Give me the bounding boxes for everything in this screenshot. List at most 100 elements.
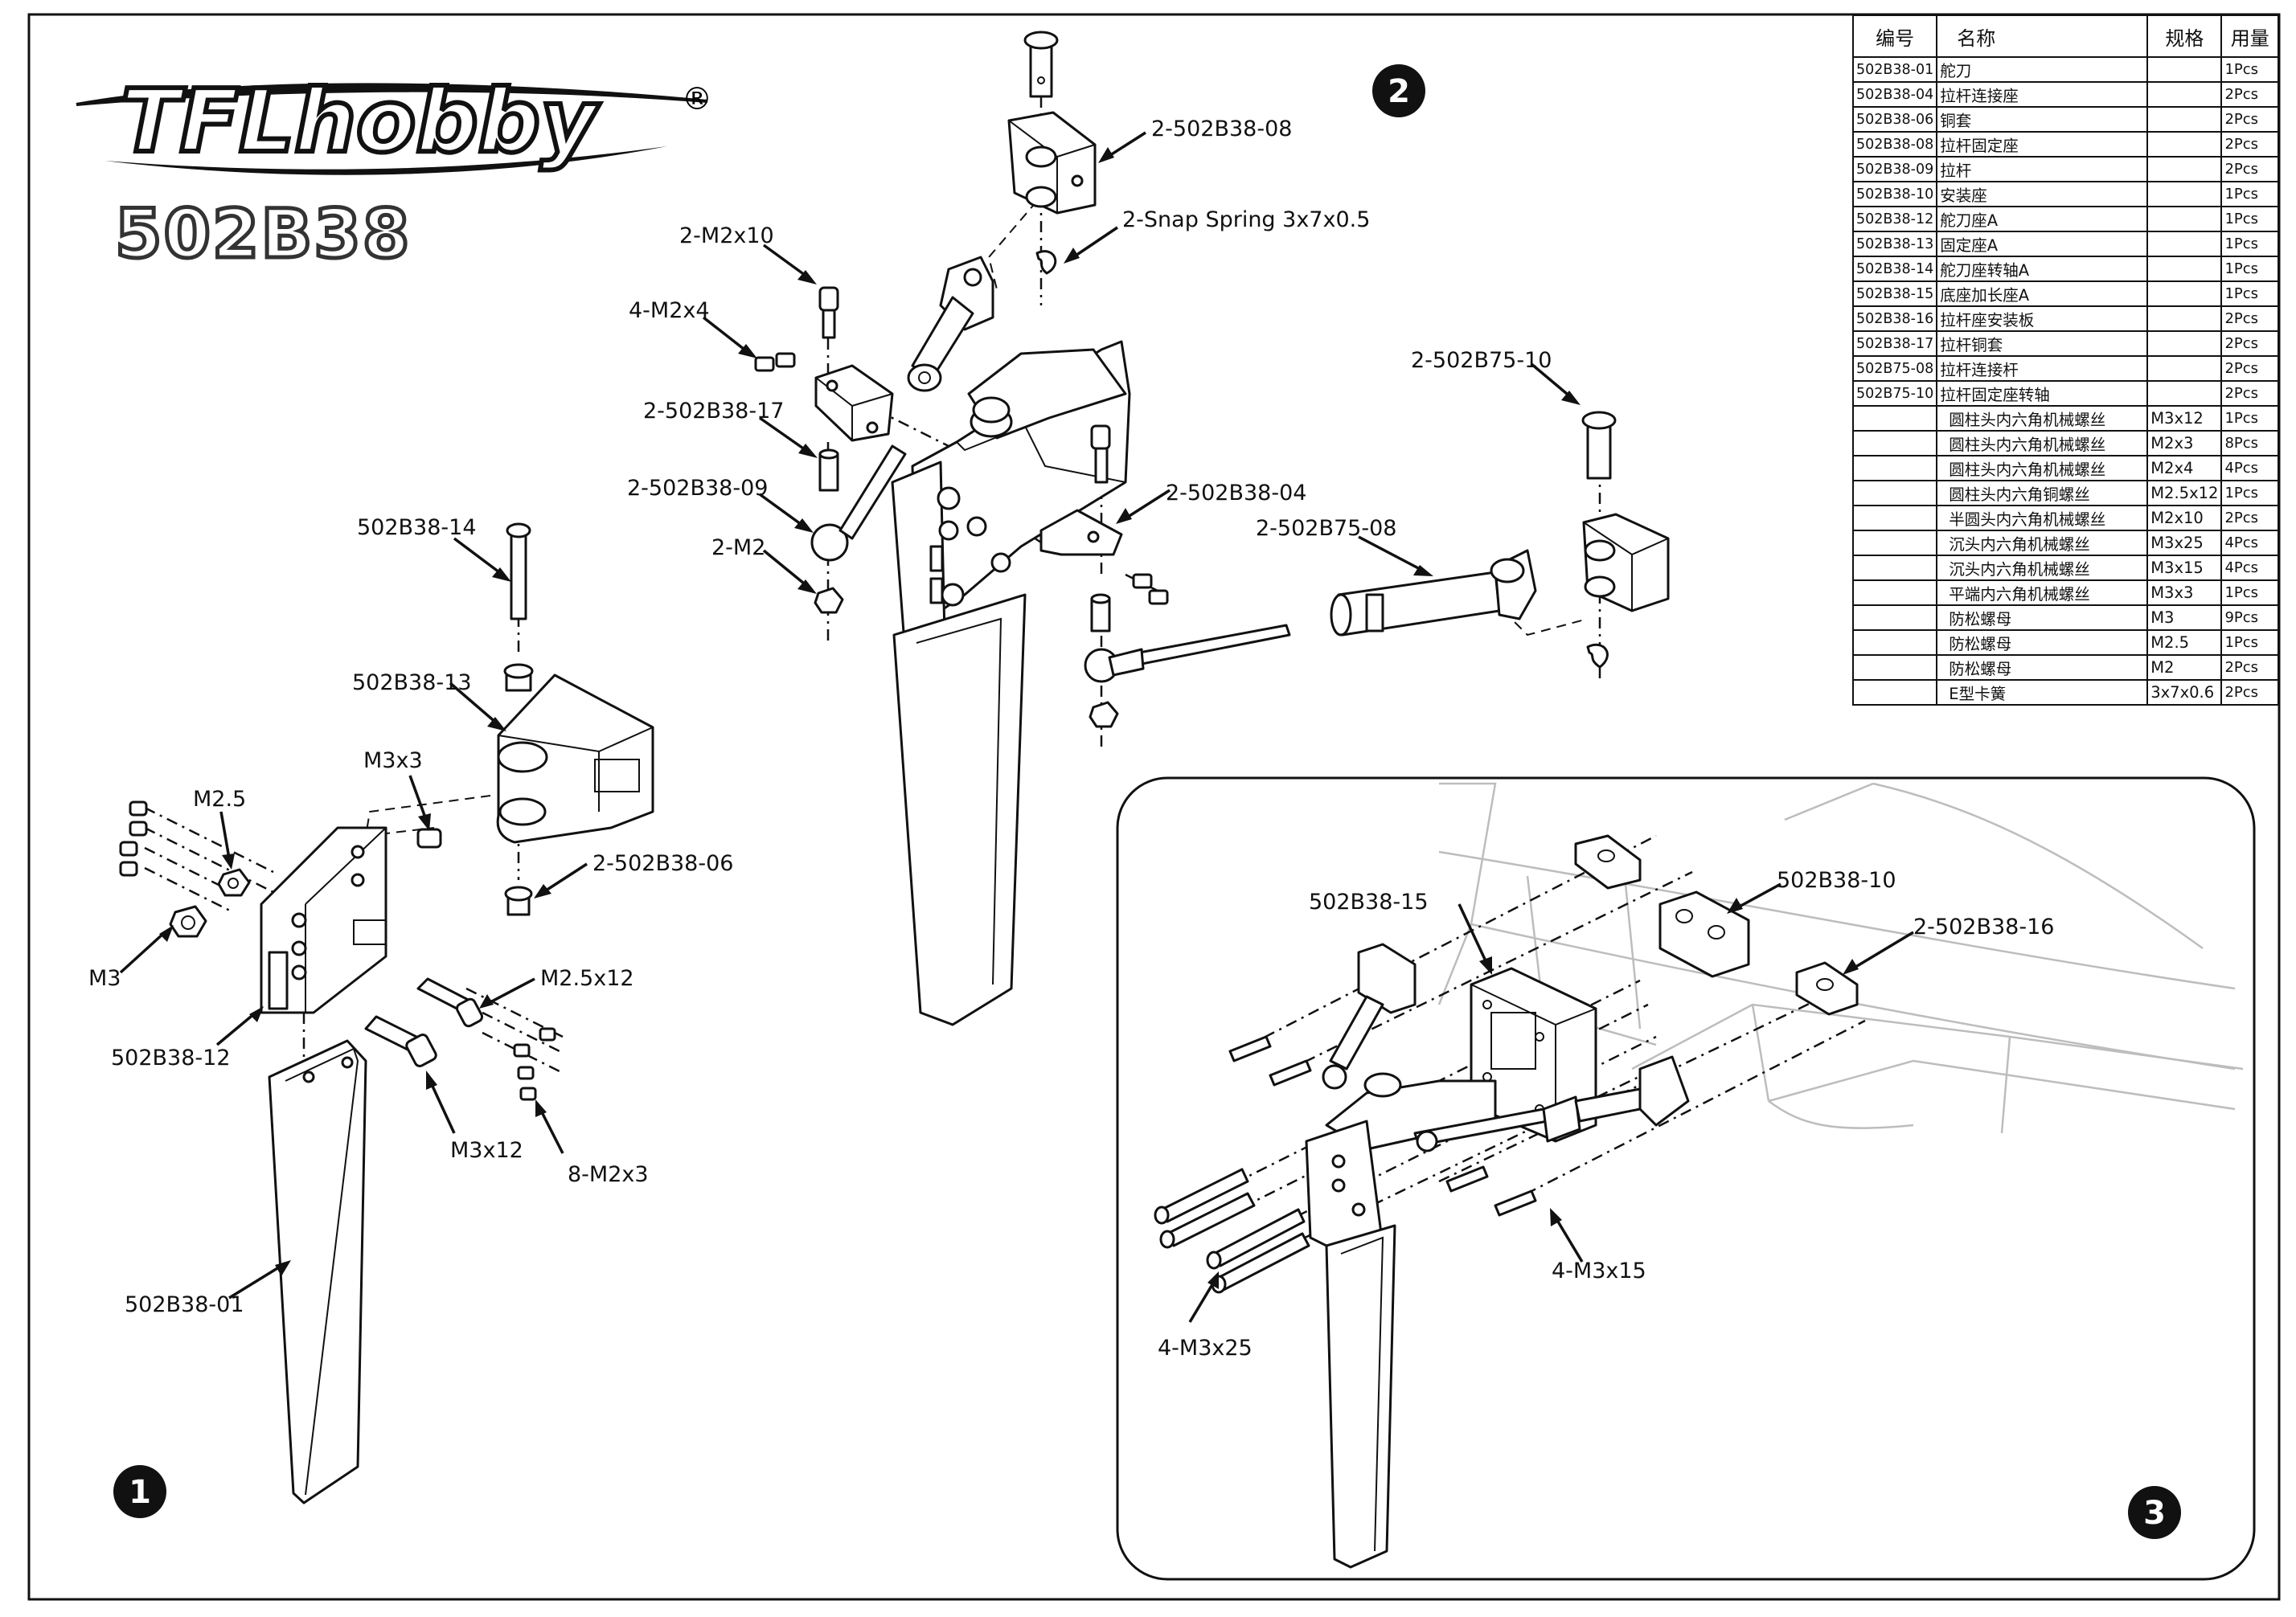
part-code-cell [1851, 530, 1938, 556]
rudder-blade-502b38-01 [268, 1039, 367, 1504]
spec-cell: M3x12 [2146, 405, 2223, 432]
step-badge-3: 3 [2128, 1486, 2181, 1539]
spec-cell [2146, 106, 2223, 133]
spec-cell [2146, 305, 2223, 332]
spec-cell: M2 [2146, 654, 2223, 681]
quantity-cell: 2Pcs [2220, 156, 2279, 182]
callout-label: 8-M2x3 [568, 1162, 649, 1187]
part-code-cell [1851, 430, 1938, 456]
part-name-cell: 拉杆固定座转轴 [1936, 380, 2149, 407]
part-code-cell [1851, 604, 1938, 631]
linkage-rod-upper [907, 256, 994, 392]
quantity-cell: 1Pcs [2220, 629, 2279, 656]
part-code-cell: 502B38-15 [1851, 280, 1938, 307]
set-screw-m3x3 [416, 828, 442, 849]
part-code-cell: 502B38-13 [1851, 231, 1938, 257]
callout-label: 2-502B38-08 [1151, 117, 1292, 141]
part-name-cell: 固定座A [1936, 231, 2149, 257]
part-code-cell: 502B75-10 [1851, 380, 1938, 407]
callout-label: 2-Snap Spring 3x7x0.5 [1122, 207, 1370, 232]
part-name-cell: 拉杆连接座 [1936, 81, 2149, 108]
screw-m2x10-center [1090, 424, 1111, 484]
screws-m2x3-right [513, 1027, 556, 1101]
spec-cell: M2x10 [2146, 505, 2223, 531]
part-name-cell: 圆柱头内六角机械螺丝 [1936, 455, 2149, 481]
nut-m2-5 [217, 868, 251, 897]
spec-cell: M3x25 [2146, 530, 2223, 556]
part-name-cell: 铜套 [1936, 106, 2149, 133]
quantity-cell: 2Pcs [2220, 305, 2279, 332]
spec-cell [2146, 280, 2223, 307]
model-number: 502B38 [115, 194, 411, 273]
quantity-cell: 2Pcs [2220, 330, 2279, 357]
bracket-502b38-08-right [1582, 513, 1670, 612]
quantity-cell: 2Pcs [2220, 505, 2279, 531]
part-name-cell: 舵刀座转轴A [1936, 256, 2149, 282]
step-badge-1: 1 [113, 1465, 166, 1518]
part-name-cell: 半圆头内六角机械螺丝 [1936, 505, 2149, 531]
callout-label: M3x12 [450, 1138, 523, 1163]
part-name-cell: E型卡簧 [1936, 679, 2149, 706]
spec-cell [2146, 81, 2223, 108]
bushing-502b38-06 [504, 886, 533, 916]
bushing-502b38-17-left [818, 448, 839, 492]
quantity-cell: 9Pcs [2220, 604, 2279, 631]
part-name-cell: 拉杆连接杆 [1936, 355, 2149, 382]
part-code-cell [1851, 555, 1938, 581]
callout-label: M3x3 [363, 748, 423, 773]
callout-label: 502B38-12 [111, 1046, 231, 1070]
page-border [27, 13, 2281, 1601]
nut-m2-left [814, 587, 844, 614]
spec-cell [2146, 56, 2223, 83]
callout-label: 502B38-14 [357, 515, 477, 540]
quantity-cell: 1Pcs [2220, 231, 2279, 257]
pin-502b75-10 [1581, 411, 1617, 480]
logo-swoosh-bottom [105, 146, 667, 175]
rudder-assembly-small [1305, 943, 1690, 1569]
registered-mark: ® [682, 81, 712, 117]
part-name-cell: 沉头内六角机械螺丝 [1936, 530, 2149, 556]
column-header-code: 编号 [1851, 14, 1938, 58]
part-code-cell: 502B38-08 [1851, 131, 1938, 158]
brand-logo: TFLhobby ® [76, 69, 712, 175]
spec-cell [2146, 330, 2223, 357]
part-code-cell [1851, 505, 1938, 531]
callout-label: 2-502B38-09 [627, 476, 768, 501]
rod-end-502b38-09 [810, 444, 907, 562]
part-name-cell: 圆柱头内六角机械螺丝 [1936, 405, 2149, 432]
callout-label: 4-M3x25 [1158, 1336, 1253, 1361]
part-code-cell [1851, 629, 1938, 656]
quantity-cell: 2Pcs [2220, 355, 2279, 382]
part-code-cell [1851, 405, 1938, 432]
quantity-cell: 2Pcs [2220, 380, 2279, 407]
spec-cell: M2x4 [2146, 455, 2223, 481]
callout-label: 4-M3x15 [1552, 1259, 1646, 1283]
screws-m3x15 [1228, 1035, 1537, 1217]
screws-m2x3-left [119, 800, 148, 877]
step-number: 2 [1388, 73, 1410, 110]
bushing-502b38-17-right [1090, 593, 1111, 632]
part-code-cell: 502B38-17 [1851, 330, 1938, 357]
callout-label: 2-502B75-08 [1256, 516, 1396, 541]
part-code-cell: 502B38-14 [1851, 256, 1938, 282]
quantity-cell: 1Pcs [2220, 56, 2279, 83]
part-code-cell: 502B38-16 [1851, 305, 1938, 332]
rod-end-right [1084, 624, 1291, 683]
part-name-cell: 拉杆座安装板 [1936, 305, 2149, 332]
block-502b38-04-left [814, 364, 894, 442]
callout-labels: 502B38-14 502B38-13 M3x3 M2.5 2-502B38-0… [88, 117, 2054, 1361]
part-code-cell: 502B38-09 [1851, 156, 1938, 182]
step3-frame [1116, 776, 2256, 1581]
